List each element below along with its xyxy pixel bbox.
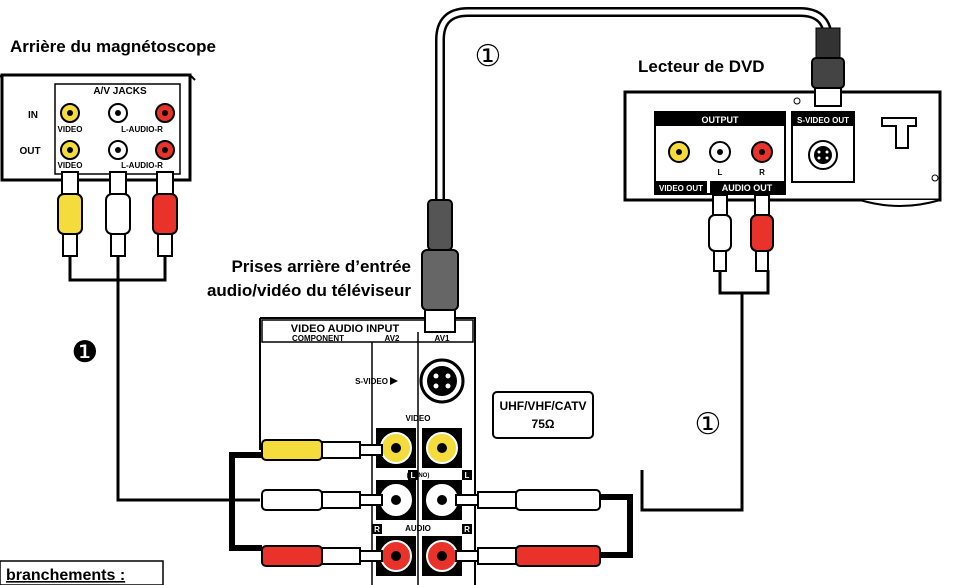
dvd-output-label: OUTPUT bbox=[702, 115, 740, 125]
tv-right-plugs bbox=[455, 489, 601, 567]
tv-header: VIDEO AUDIO INPUT bbox=[291, 323, 400, 335]
dvd-audio-cable bbox=[640, 270, 770, 512]
vcr-av-cable bbox=[68, 255, 260, 502]
marker-right: ① bbox=[695, 407, 722, 442]
tv-component-label: COMPONENT bbox=[292, 334, 344, 343]
tv-svideo-label: S-VIDEO bbox=[355, 377, 388, 386]
marker-filled: ❶ bbox=[72, 335, 99, 370]
vcr-header: A/V JACKS bbox=[93, 86, 147, 97]
vcr-title: Arrière du magnétoscope bbox=[10, 37, 216, 56]
dvd-audio-out-label: AUDIO OUT bbox=[722, 183, 773, 193]
tv-audio-l-label-1: L bbox=[411, 471, 416, 480]
antenna-box: UHF/VHF/CATV 75Ω bbox=[492, 391, 594, 439]
dvd-player: OUTPUT VIDEO OUT AUDIO OUT L R S-VIDEO O… bbox=[623, 90, 942, 207]
tv-av2-label: AV2 bbox=[385, 334, 401, 343]
vcr-out-label: OUT bbox=[19, 146, 40, 157]
tv-left-plugs bbox=[261, 439, 383, 567]
antenna-line1: UHF/VHF/CATV bbox=[499, 399, 586, 413]
tv-audio-r-label-1: R bbox=[374, 525, 380, 534]
tv-av1-label: AV1 bbox=[435, 334, 451, 343]
dvd-r-label: R bbox=[759, 168, 765, 177]
vcr-panel: A/V JACKS IN OUT VIDEO L-AUDIO-R VIDEO L… bbox=[0, 73, 196, 182]
dvd-title: Lecteur de DVD bbox=[638, 57, 765, 76]
vcr-out-video-label: VIDEO bbox=[58, 161, 83, 170]
vcr-plugs bbox=[57, 171, 178, 257]
marker-top: ① bbox=[475, 39, 502, 74]
dvd-audio-plugs bbox=[708, 194, 774, 272]
tv-svideo-plug bbox=[421, 199, 459, 333]
dvd-svideo-out-label: S-VIDEO OUT bbox=[797, 116, 849, 125]
tv-title-line2: audio/vidéo du téléviseur bbox=[207, 281, 411, 300]
tv-video-label: VIDEO bbox=[406, 414, 431, 423]
antenna-line2: 75Ω bbox=[532, 417, 555, 431]
vcr-out-audio-label: L-AUDIO-R bbox=[121, 161, 163, 170]
tv-title-line1: Prises arrière d’entrée bbox=[231, 257, 411, 276]
vcr-in-audio-label: L-AUDIO-R bbox=[121, 125, 163, 134]
dvd-svideo-plug bbox=[811, 27, 845, 107]
tv-audio-l-label-2: L bbox=[465, 471, 470, 480]
tv-audio-label: AUDIO bbox=[405, 524, 431, 533]
tv-audio-r-label-2: R bbox=[464, 525, 470, 534]
dvd-l-label: L bbox=[718, 168, 723, 177]
tv-input-panel: VIDEO AUDIO INPUT COMPONENT AV2 AV1 S-VI… bbox=[259, 317, 476, 585]
vcr-in-label: IN bbox=[28, 110, 38, 121]
connections-label: branchements : bbox=[6, 567, 125, 584]
vcr-in-video-label: VIDEO bbox=[58, 125, 83, 134]
dvd-video-out-label: VIDEO OUT bbox=[659, 184, 703, 193]
